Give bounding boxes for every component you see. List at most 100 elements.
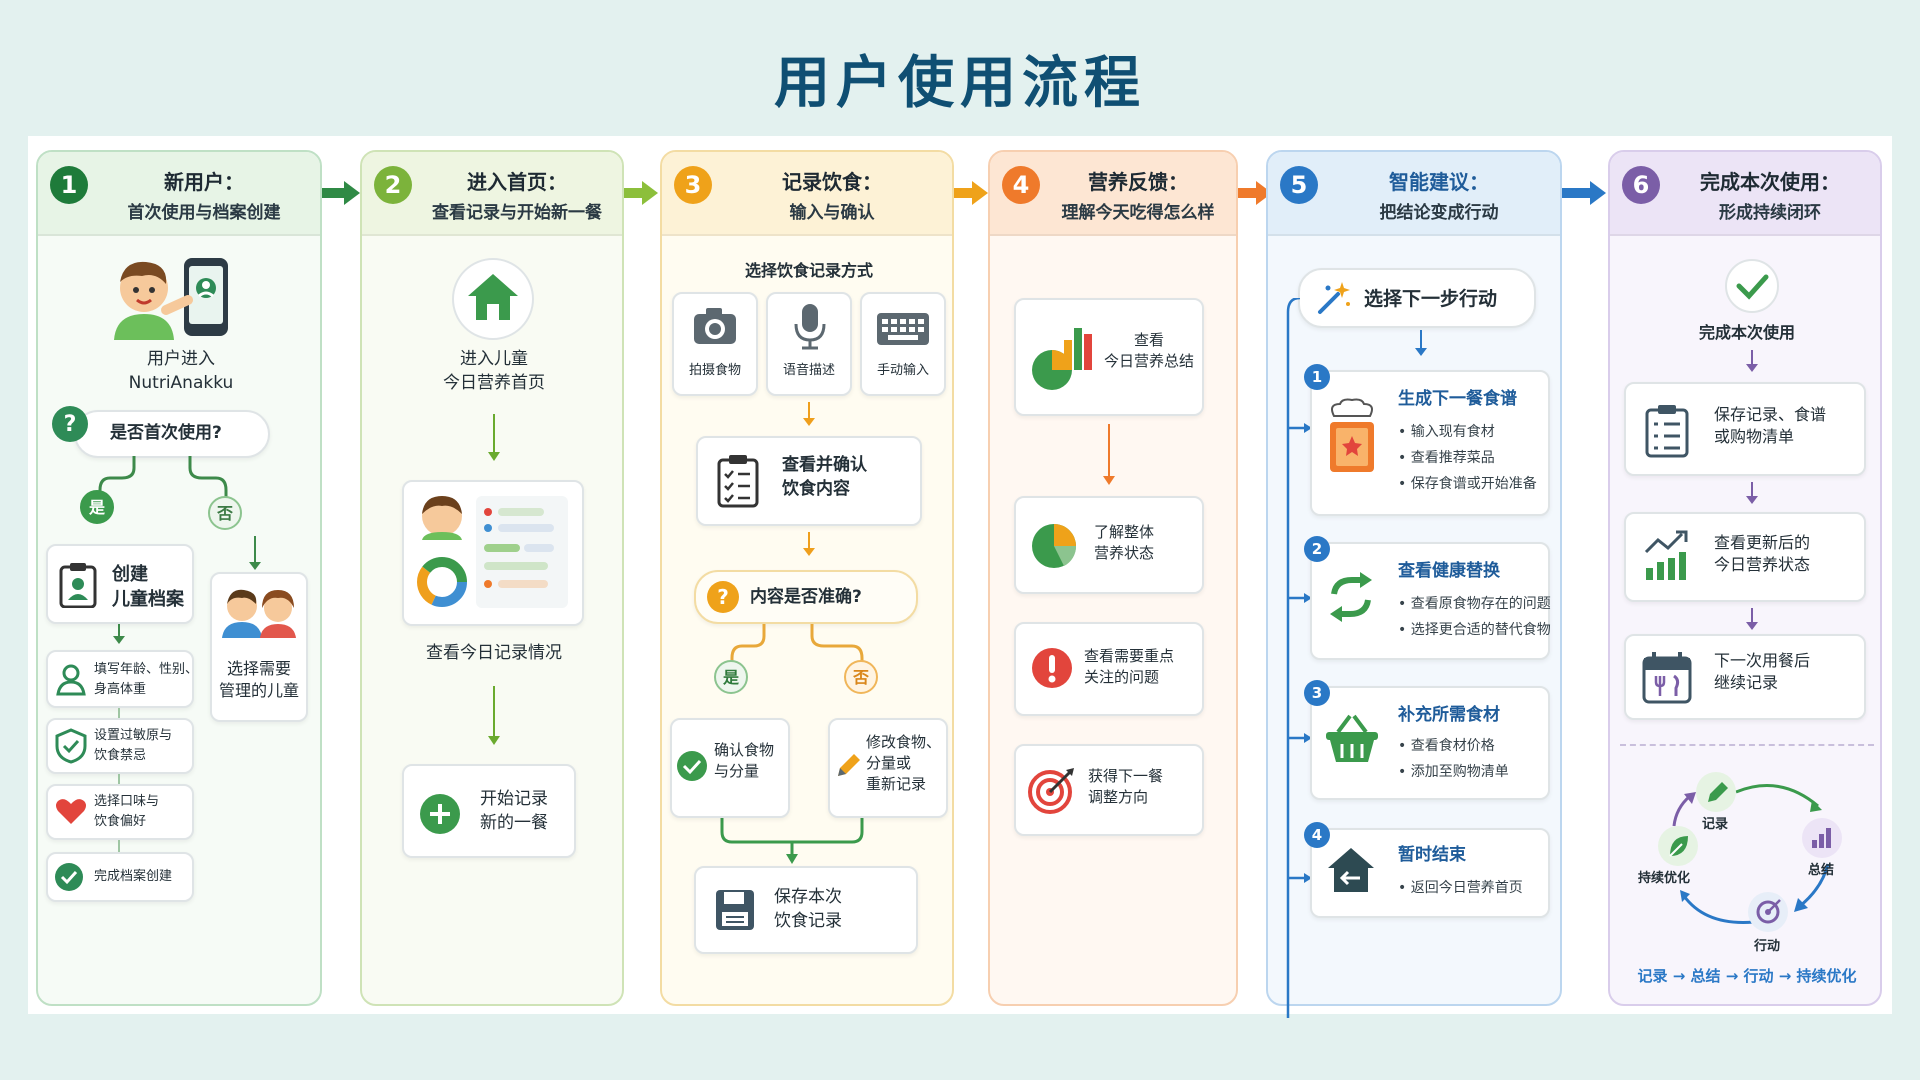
- step-number: 3: [674, 166, 712, 204]
- no-badge: 否: [844, 660, 878, 694]
- alert-icon: [1032, 648, 1072, 688]
- yes-badge: 是: [714, 660, 748, 694]
- accuracy-question-label: 内容是否准确?: [750, 587, 862, 607]
- step-number: 5: [1280, 166, 1318, 204]
- list-item-label: 选择口味与饮食偏好: [94, 794, 160, 829]
- overall-status-label: 了解整体营养状态: [1094, 523, 1155, 562]
- pencil-icon: [838, 754, 860, 776]
- step-subtitle: 查看记录与开始新一餐: [432, 203, 602, 223]
- confirm-food-card: [670, 718, 790, 818]
- branch-connector: [1286, 298, 1312, 1018]
- step-3-column: 3 记录饮食： 输入与确认 选择饮食记录方式 拍摄食物 语音描述 手动输入 查看…: [660, 150, 954, 1006]
- heart-icon: [56, 799, 86, 824]
- list-item-label: 填写年龄、性别、身高体重: [94, 662, 199, 697]
- save-record-label: 保存本次饮食记录: [774, 887, 842, 931]
- list-item-label: 设置过敏原与饮食禁忌: [94, 728, 173, 763]
- step-5-column: 5 智能建议： 把结论变成行动 选择下一步行动 1 生成下一餐食谱 • 输入现有…: [1266, 150, 1562, 1018]
- step-title: 完成本次使用：: [1700, 170, 1840, 194]
- clipboard-icon: [59, 563, 97, 608]
- step-number: 2: [374, 166, 412, 204]
- option-bullets: • 查看原食物存在的问题 • 选择更合适的替代食物: [1398, 596, 1551, 638]
- calendar-icon: [1642, 652, 1692, 704]
- option-title: 查看健康替换: [1398, 561, 1500, 581]
- svg-text:?: ?: [717, 585, 729, 609]
- pie-chart-icon: [1032, 524, 1077, 568]
- confirm-content-card: [696, 436, 922, 526]
- step-subtitle: 理解今天吃得怎么样: [1061, 203, 1215, 223]
- step-title: 进入首页：: [467, 170, 567, 194]
- method-label: 拍摄食物: [688, 363, 741, 378]
- flow-arrow: [344, 181, 360, 205]
- edit-food-label: 修改食物、分量或重新记录: [866, 733, 942, 793]
- option-number: 2: [1304, 536, 1330, 562]
- create-profile-card: [46, 544, 194, 624]
- option-bullets: • 查看食材价格 • 添加至购物清单: [1398, 738, 1509, 780]
- step-title: 智能建议：: [1389, 170, 1489, 194]
- cycle-label: 持续优化: [1638, 871, 1691, 886]
- step-title: 新用户：: [164, 170, 244, 194]
- step-2-column: 2 进入首页： 查看记录与开始新一餐 进入儿童今日营养首页 查看今日记录情况 开…: [360, 150, 624, 1006]
- cycle-label: 记录: [1702, 817, 1729, 832]
- option-bullets: • 输入现有食材 • 查看推荐菜品 • 保存食谱或开始准备: [1398, 424, 1537, 492]
- start-new-meal-label: 开始记录新的一餐: [480, 789, 548, 833]
- first-use-question-label: 是否首次使用?: [110, 423, 222, 443]
- magic-wand-icon: [1318, 282, 1350, 314]
- choose-child-label: 选择需要管理的儿童: [218, 659, 299, 701]
- flow-arrow: [1590, 181, 1606, 205]
- child-with-phone-icon: [114, 258, 228, 340]
- checklist-icon: [717, 455, 759, 508]
- question-icon: ?: [707, 581, 739, 613]
- flow-arrow: [972, 181, 988, 205]
- step-number: 6: [1622, 166, 1660, 204]
- list-item-label: 完成档案创建: [94, 869, 173, 884]
- basket-icon: [1326, 714, 1378, 762]
- check-circle-icon: [677, 751, 707, 781]
- list-item: [46, 718, 194, 774]
- camera-icon: [694, 308, 736, 344]
- keyboard-icon: [877, 313, 929, 345]
- question-icon: ?: [52, 406, 88, 442]
- plus-circle-icon: [420, 794, 460, 834]
- method-label: 手动输入: [876, 363, 929, 378]
- updated-status-card: [1624, 512, 1866, 602]
- step-title: 记录饮食：: [782, 170, 882, 194]
- check-icon: [1725, 259, 1779, 313]
- dashboard-icon: [417, 496, 568, 608]
- option-card[interactable]: [1310, 542, 1550, 660]
- cycle-label: 行动: [1754, 939, 1781, 954]
- home-label: 进入儿童今日营养首页: [443, 349, 545, 393]
- flow-board: [28, 136, 1892, 1014]
- shield-icon: [55, 728, 87, 764]
- done-label: 完成本次使用: [1698, 323, 1795, 342]
- step-subtitle: 形成持续闭环: [1719, 203, 1821, 223]
- svg-text:?: ?: [64, 412, 77, 437]
- step-number: 4: [1002, 166, 1040, 204]
- option-number: 3: [1304, 680, 1330, 706]
- manual-method-button[interactable]: [860, 292, 946, 396]
- person-icon: [56, 664, 86, 696]
- updated-status-label: 查看更新后的今日营养状态: [1714, 533, 1811, 575]
- method-label: 语音描述: [782, 363, 835, 378]
- key-issues-label: 查看需要重点关注的问题: [1084, 647, 1175, 686]
- step-subtitle: 首次使用与档案创建: [127, 203, 281, 223]
- growth-chart-icon: [1644, 530, 1688, 580]
- step-title: 营养反馈：: [1088, 170, 1188, 194]
- return-home-icon: [1328, 848, 1374, 892]
- children-icon: [222, 589, 296, 638]
- step-number: 1: [50, 166, 88, 204]
- chart-icon: [1032, 328, 1092, 390]
- microphone-icon: [794, 304, 826, 350]
- confirm-content-label: 查看并确认饮食内容: [782, 455, 867, 499]
- option-number: 1: [1304, 364, 1330, 390]
- swap-icon: [1330, 572, 1372, 622]
- method-title: 选择饮食记录方式: [744, 261, 873, 280]
- create-profile-label: 创建儿童档案: [112, 564, 184, 611]
- cycle-label: 总结: [1808, 863, 1835, 878]
- daily-summary-card: [1014, 298, 1204, 416]
- option-title: 生成下一餐食谱: [1398, 389, 1517, 409]
- no-badge: 否: [208, 496, 242, 530]
- daily-summary-label: 查看今日营养总结: [1103, 331, 1194, 370]
- next-direction-card: [1014, 744, 1204, 836]
